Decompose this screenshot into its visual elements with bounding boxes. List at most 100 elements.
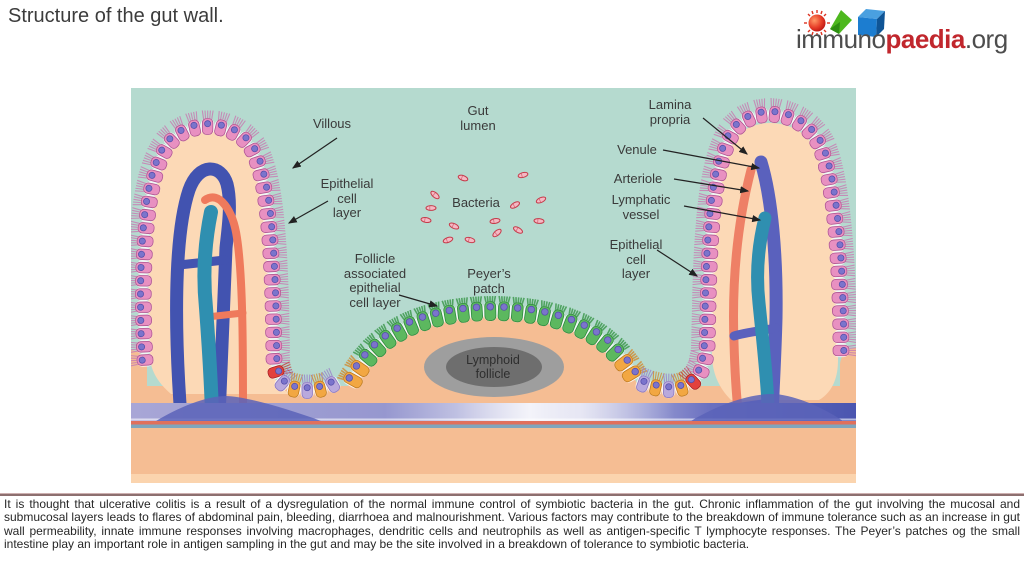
follicle-epithelial-cell: [344, 354, 370, 378]
epithelial-cell: [259, 206, 285, 221]
epithelial-cell: [824, 197, 850, 213]
epithelial-cell: [814, 143, 840, 162]
epithelial-cell: [131, 313, 153, 328]
vessel-delta-left: [156, 396, 321, 421]
epithelial-cell: [235, 124, 260, 148]
logo-pyramid-icon: [830, 10, 852, 34]
follicle-epithelial-cell: [614, 348, 640, 372]
follicle-epithelial-cell: [523, 298, 539, 324]
bacterium-icon: [464, 236, 476, 244]
gut-wall-diagram: Villous Epithelial cell layer Follicle a…: [131, 88, 856, 483]
epithelial-cell: [832, 330, 856, 344]
follicle-epithelial-cell: [399, 309, 420, 336]
epithelial-cell: [131, 287, 152, 301]
epithelial-cell: [310, 372, 328, 398]
logo-immuno: immuno: [796, 24, 886, 54]
epithelial-cell: [131, 207, 157, 222]
epithelial-cell: [131, 220, 155, 235]
epithelial-cell: [671, 371, 690, 397]
epithelial-cell: [708, 138, 734, 157]
bacterium-icon: [517, 171, 529, 179]
epithelial-cell: [255, 179, 281, 195]
annotation-arrows: [287, 117, 762, 308]
epithelial-cell: [832, 343, 856, 358]
logo-paedia: paedia: [885, 24, 965, 54]
epithelial-cell: [213, 111, 231, 137]
follicle-epithelial-cell: [483, 295, 498, 322]
arrow-epithelial-left: [287, 200, 329, 224]
epithelial-cell: [131, 326, 153, 341]
vessel-delta-right: [691, 394, 843, 421]
follicle-epithelial-cell: [337, 367, 363, 389]
arteriole-vessel-left: [201, 193, 247, 422]
epithelial-cell: [635, 367, 655, 393]
bacterium-icon: [492, 228, 502, 238]
page-title: Structure of the gut wall.: [8, 5, 224, 27]
immunopaedia-logo: immunopaedia.org: [790, 4, 1022, 58]
logo-wordmark: immunopaedia.org: [796, 24, 1008, 55]
follicle-epithelial-cell: [386, 316, 408, 342]
follicle-epithelial-cell: [549, 303, 568, 330]
follicle-epithelial-cell: [413, 305, 432, 332]
epithelial-cell: [267, 361, 293, 380]
arrow-follicle-associated: [398, 294, 439, 308]
epithelial-cell: [252, 165, 278, 182]
epithelial-cell: [134, 179, 161, 197]
epithelial-cell: [678, 365, 702, 390]
epithelial-cell: [817, 157, 844, 174]
follicle-epithelial-cell: [585, 319, 608, 346]
epithelial-cell: [131, 300, 152, 314]
epithelial-cell: [662, 373, 676, 399]
bacteria-group: [420, 171, 547, 244]
arrow-arteriole: [673, 178, 750, 194]
epithelial-cell: [809, 128, 835, 150]
epithelial-cell: [225, 115, 246, 141]
follicle-epithelial-cell: [352, 343, 378, 367]
footer-caption: It is thought that ulcerative colitis is…: [4, 497, 1020, 552]
follicle-epithelial-cell: [455, 297, 471, 323]
follicle-epithelial-cell: [573, 312, 595, 339]
epithelial-cell: [169, 116, 190, 142]
epithelial-cell: [200, 110, 215, 136]
epithelial-cell: [132, 193, 158, 209]
follicle-epithelial-cell: [362, 332, 387, 358]
epithelial-cell: [156, 125, 180, 149]
epithelial-cell: [780, 100, 799, 126]
epithelial-cell: [826, 211, 852, 226]
logo-org: .org: [964, 24, 1008, 54]
epithelial-cell: [690, 339, 716, 353]
bacterium-icon: [510, 201, 520, 209]
epithelial-cells-layer: [131, 97, 856, 400]
epithelial-cell: [691, 299, 717, 313]
epithelial-cell: [131, 247, 153, 262]
footer-rule-light: [0, 493, 1024, 494]
epithelial-cell: [131, 274, 153, 288]
submucosa-stripes: [131, 394, 856, 428]
epithelial-cell: [691, 312, 717, 327]
follicle-epithelial-cell: [621, 360, 648, 383]
lymphatic-vessel-left: [197, 205, 219, 420]
arrow-lymphatic: [683, 205, 762, 223]
epithelial-cell: [832, 317, 856, 331]
epithelial-cell: [185, 111, 202, 137]
epithelial-cell: [319, 367, 341, 393]
epithelial-cell: [830, 264, 856, 279]
epithelial-cell: [822, 184, 849, 200]
arrow-epithelial-right: [656, 249, 699, 277]
follicle-epithelial-cell: [561, 307, 582, 334]
follicle-epithelial-cell: [374, 323, 397, 349]
follicle-epithelial-cell: [605, 337, 630, 362]
epithelial-cell: [141, 152, 168, 171]
venule-branch-right-upper: [729, 323, 781, 341]
epithelial-cell: [736, 102, 757, 128]
epithelial-cell: [265, 351, 291, 366]
bacterium-icon: [535, 196, 547, 204]
epithelial-cell: [830, 277, 856, 292]
arrow-villous: [292, 137, 338, 169]
epithelial-cell: [137, 166, 164, 184]
epithelial-cell: [648, 370, 665, 397]
epithelial-cell: [684, 359, 710, 379]
bacterium-icon: [533, 218, 545, 224]
epithelial-cell: [260, 219, 286, 234]
epithelial-cell: [300, 374, 314, 400]
